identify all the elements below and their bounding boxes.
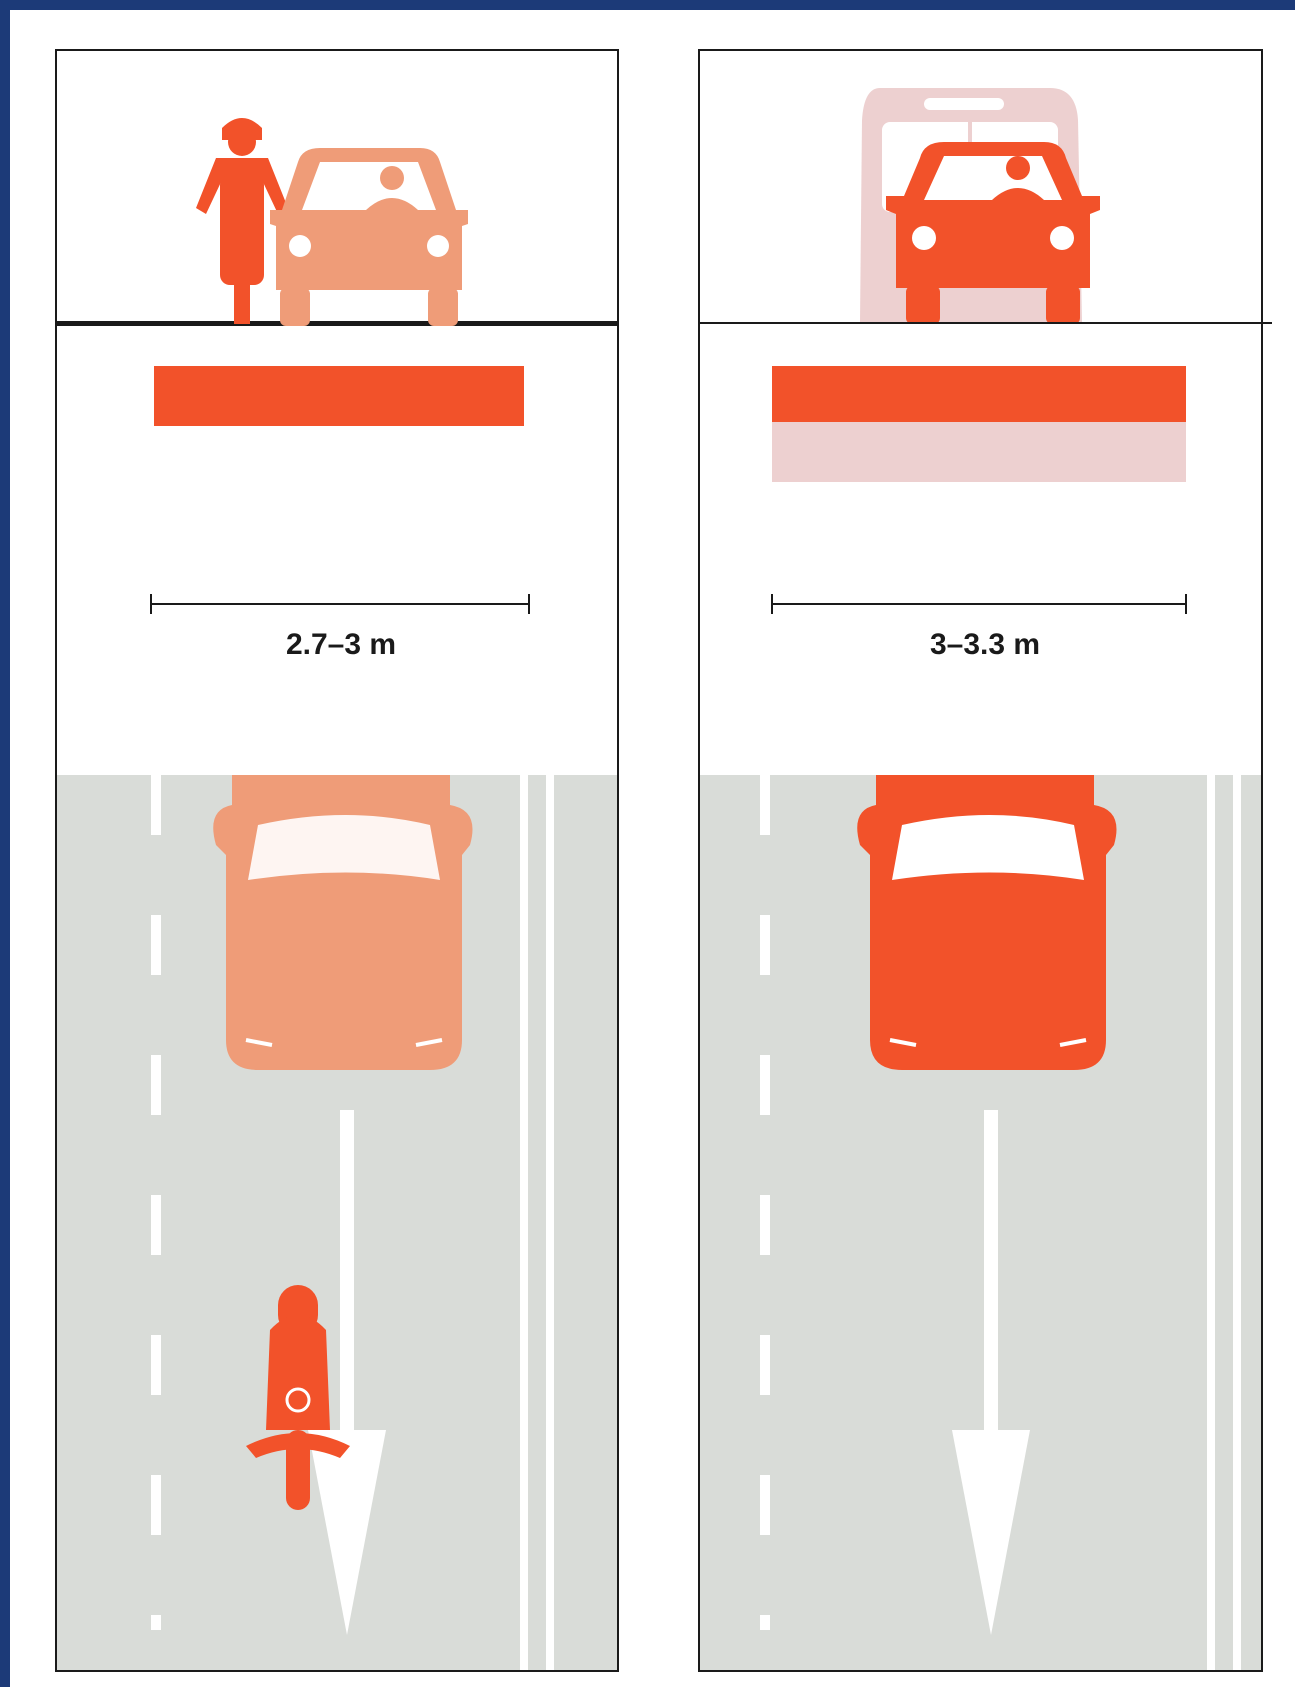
car-front-icon (270, 148, 468, 326)
ground-line (56, 321, 618, 326)
dimension-line (772, 594, 1186, 614)
car-top-icon (213, 775, 472, 1070)
lane-width-diagram: 2.7–3 m (10, 10, 1295, 1687)
edge-line (546, 775, 554, 1671)
edge-line (1207, 775, 1215, 1671)
panel-right: 3–3.3 m (699, 50, 1272, 1671)
panel-left: 2.7–3 m (56, 50, 618, 1671)
edge-line (520, 775, 528, 1671)
dimension-label: 3–3.3 m (930, 628, 1040, 661)
dimension-label: 2.7–3 m (286, 628, 396, 661)
lane-width-bar (154, 366, 524, 426)
ground-line (699, 322, 1272, 324)
dimension-line (151, 594, 529, 614)
car-top-icon (857, 775, 1116, 1070)
edge-line (1233, 775, 1241, 1671)
lane-width-bar (772, 366, 1186, 422)
